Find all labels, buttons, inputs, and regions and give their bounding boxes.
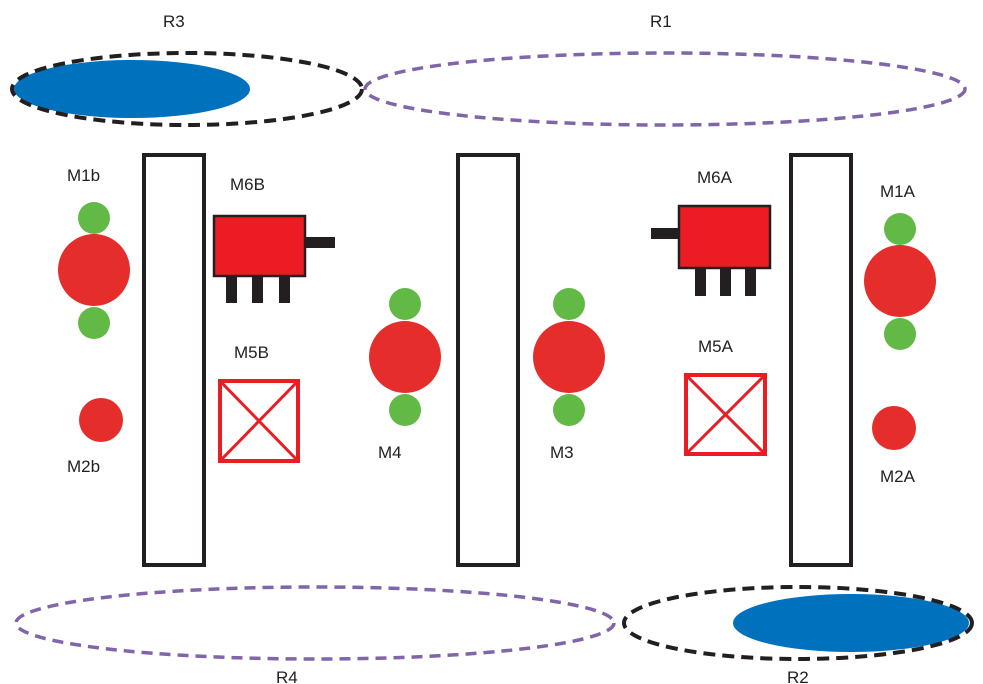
m4-red-body xyxy=(369,321,441,393)
r3-blue-fill xyxy=(14,60,250,118)
m6a-leg-3 xyxy=(745,268,756,296)
bar-right xyxy=(789,153,853,567)
m1a-component xyxy=(864,213,936,350)
m1a-green-top xyxy=(884,213,916,245)
m6b-body xyxy=(212,214,307,278)
m5b-component xyxy=(218,379,300,463)
label-r1: R1 xyxy=(650,12,672,31)
m4-green-bottom xyxy=(389,394,421,426)
m1a-green-bottom xyxy=(884,318,916,350)
m1a-red-body xyxy=(864,245,936,317)
m3-green-top xyxy=(553,288,585,320)
m4-component xyxy=(369,288,441,426)
label-r3: R3 xyxy=(163,12,185,31)
label-m2b: M2b xyxy=(67,457,100,476)
m3-red-body xyxy=(533,321,605,393)
m5b-cross-2 xyxy=(218,379,300,463)
label-m6b: M6B xyxy=(230,175,265,194)
label-m1a: M1A xyxy=(880,182,916,201)
m6b-leg-2 xyxy=(252,276,263,303)
label-m3: M3 xyxy=(550,443,574,462)
label-m4: M4 xyxy=(378,443,402,462)
label-m1b: M1b xyxy=(67,166,100,185)
r1-purple-dashed-ellipse xyxy=(363,51,967,127)
m6a-component xyxy=(651,204,772,296)
label-m5a: M5A xyxy=(698,337,734,356)
bar-left xyxy=(142,153,206,567)
m6a-body xyxy=(677,204,772,270)
m5a-box xyxy=(684,373,767,456)
label-r2: R2 xyxy=(787,668,809,684)
m6b-component xyxy=(212,214,335,303)
m2b-red-body xyxy=(79,398,123,442)
r4-purple-dashed-ellipse xyxy=(14,585,616,661)
m1b-red-body xyxy=(58,234,130,306)
m1b-green-bottom xyxy=(78,307,110,339)
m1b-component xyxy=(58,202,130,339)
label-r4: R4 xyxy=(276,668,298,684)
m6a-side-pin xyxy=(651,228,679,239)
m5b-box xyxy=(218,379,300,463)
m4-green-top xyxy=(389,288,421,320)
m5a-cross-2 xyxy=(684,373,767,456)
bar-middle xyxy=(456,153,520,567)
m2a-red-body xyxy=(872,406,916,450)
m6b-leg-3 xyxy=(279,276,290,303)
m6b-leg-1 xyxy=(226,276,237,303)
label-m6a: M6A xyxy=(697,168,733,187)
label-m2a: M2A xyxy=(880,467,916,486)
label-m5b: M5B xyxy=(234,343,269,362)
m6a-leg-1 xyxy=(695,268,706,296)
m3-component xyxy=(533,288,605,426)
m6a-leg-2 xyxy=(720,268,731,296)
m5a-component xyxy=(684,373,767,456)
m1b-green-top xyxy=(78,202,110,234)
m6b-side-pin xyxy=(305,237,335,248)
r2-blue-fill xyxy=(733,594,969,652)
r3-black-dashed-ellipse xyxy=(10,51,364,127)
r2-black-dashed-ellipse xyxy=(622,585,974,661)
m3-green-bottom xyxy=(553,394,585,426)
